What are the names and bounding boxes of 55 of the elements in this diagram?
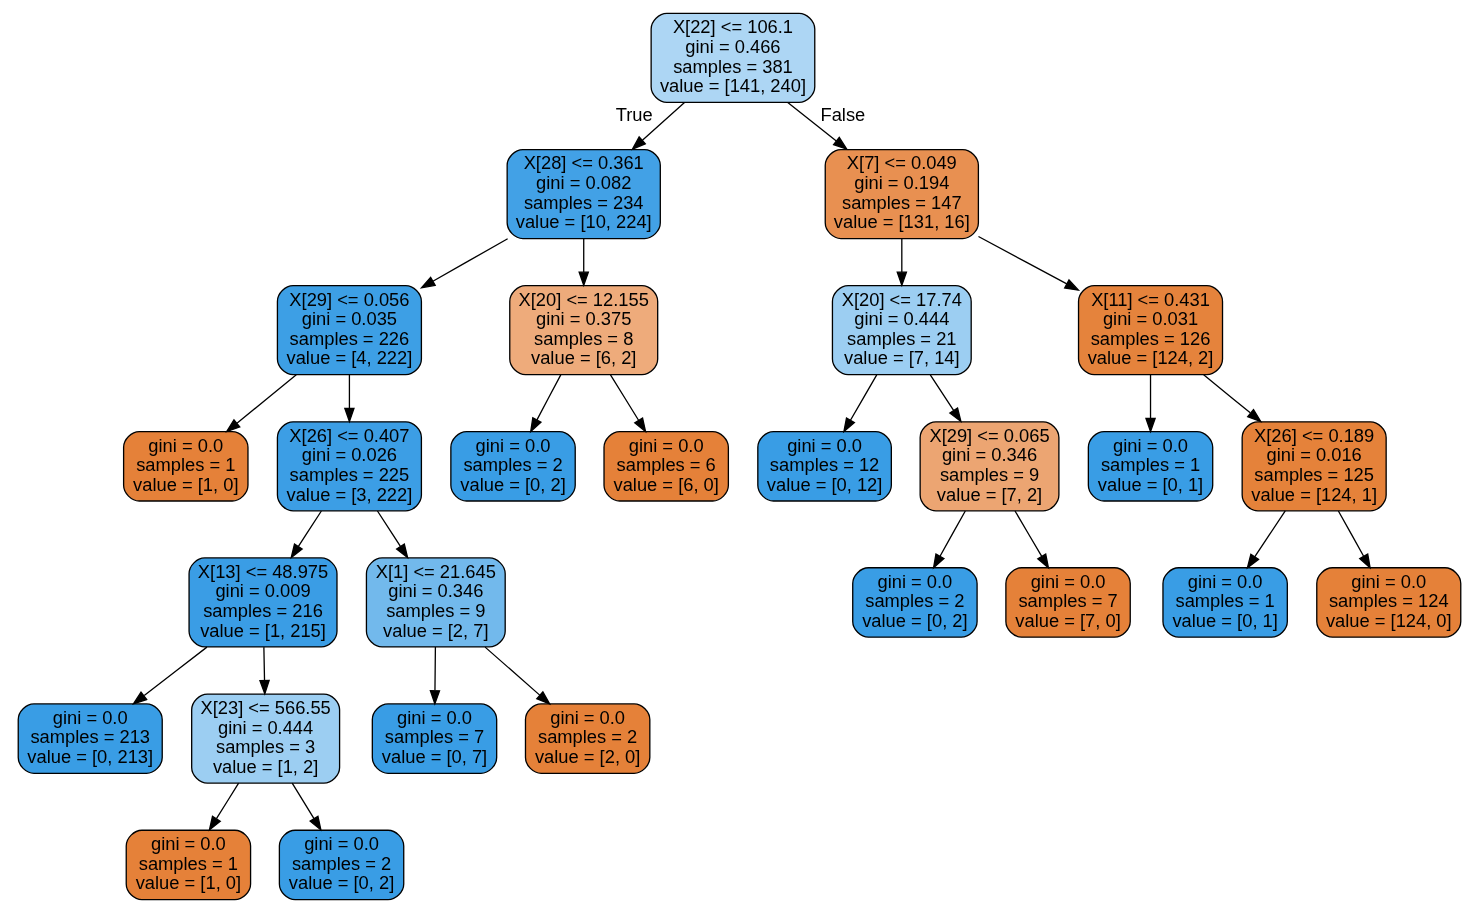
arrow <box>419 238 509 289</box>
edge-label: True <box>615 104 653 126</box>
node-box: gini = 0.0 samples = 7 value = [7, 0] <box>1005 567 1131 638</box>
arrow <box>290 510 322 560</box>
node-box: X[22] <= 106.1 gini = 0.466 samples = 381 value = [141, 240] <box>650 12 816 104</box>
arrow <box>343 374 355 424</box>
node-box: X[26] <= 0.407 gini = 0.026 samples = 225 value = [3, 222] <box>276 421 423 512</box>
arrow <box>609 374 647 434</box>
node-box: X[20] <= 12.155 gini = 0.375 samples = 8 value = [6, 2] <box>509 285 659 376</box>
arrow <box>225 374 297 433</box>
node-box: gini = 0.0 samples = 2 value = [0, 2] <box>450 430 576 502</box>
node-box: gini = 0.0 samples = 213 value = [0, 213] <box>17 703 163 774</box>
node-box: gini = 0.0 samples = 1 value = [0, 1] <box>1087 430 1214 502</box>
node-box: X[20] <= 17.74 gini = 0.444 samples = 21 value = [7, 14] <box>831 285 972 376</box>
node-box: gini = 0.0 samples = 1 value = [0, 1] <box>1162 567 1288 638</box>
node-box: X[29] <= 0.065 gini = 0.346 samples = 9 value = [7, 2] <box>919 421 1060 512</box>
node-box: X[23] <= 566.55 gini = 0.444 samples = 3 value = [1, 2] <box>191 693 341 784</box>
node-box: X[26] <= 0.189 gini = 0.016 samples = 125 value = [124, 1] <box>1241 421 1387 512</box>
arrow <box>1337 510 1372 570</box>
node-box: gini = 0.0 samples = 2 value = [0, 2] <box>852 567 978 638</box>
node-box: gini = 0.0 samples = 1 value = [1, 0] <box>122 430 249 502</box>
node-box: gini = 0.0 samples = 2 value = [2, 0] <box>524 703 651 774</box>
arrow <box>1014 510 1050 570</box>
node-box: gini = 0.0 samples = 7 value = [0, 7] <box>371 703 498 774</box>
arrow <box>787 101 849 151</box>
node-box: X[1] <= 21.645 gini = 0.346 samples = 9 value = [2, 7] <box>365 557 506 648</box>
arrow <box>1145 374 1157 434</box>
edge-label: False <box>820 104 866 126</box>
arrow <box>131 646 208 706</box>
arrow <box>1203 374 1263 423</box>
arrow <box>896 238 908 288</box>
arrow <box>977 235 1081 292</box>
arrow <box>291 782 322 832</box>
arrow <box>630 101 686 151</box>
node-box: gini = 0.0 samples = 2 value = [0, 2] <box>278 829 405 901</box>
arrow <box>578 238 590 288</box>
node-box: gini = 0.0 samples = 6 value = [6, 0] <box>603 430 730 502</box>
node-box: gini = 0.0 samples = 12 value = [0, 12] <box>757 430 892 502</box>
node-box: X[28] <= 0.361 gini = 0.082 samples = 234 value = [10, 224] <box>506 148 661 240</box>
arrow <box>932 510 966 570</box>
node-box: X[11] <= 0.431 gini = 0.031 samples = 126 value = [124, 2] <box>1077 285 1224 376</box>
node-box: X[13] <= 48.975 gini = 0.009 samples = 216 value = [1, 215] <box>188 557 338 648</box>
node-box: X[29] <= 0.056 gini = 0.035 samples = 226 value = [4, 222] <box>276 285 423 376</box>
node-box: gini = 0.0 samples = 124 value = [124, 0] <box>1316 567 1462 638</box>
arrow <box>208 782 240 832</box>
arrow <box>376 510 409 560</box>
arrow <box>484 646 552 706</box>
arrow <box>429 646 441 706</box>
arrow <box>1246 510 1286 570</box>
node-box: X[7] <= 0.049 gini = 0.194 samples = 147 value = [131, 16] <box>824 148 980 240</box>
arrow <box>929 374 962 424</box>
node-box: gini = 0.0 samples = 1 value = [1, 0] <box>125 829 252 901</box>
arrow <box>842 374 878 434</box>
arrow <box>529 374 562 434</box>
arrow <box>259 646 270 696</box>
